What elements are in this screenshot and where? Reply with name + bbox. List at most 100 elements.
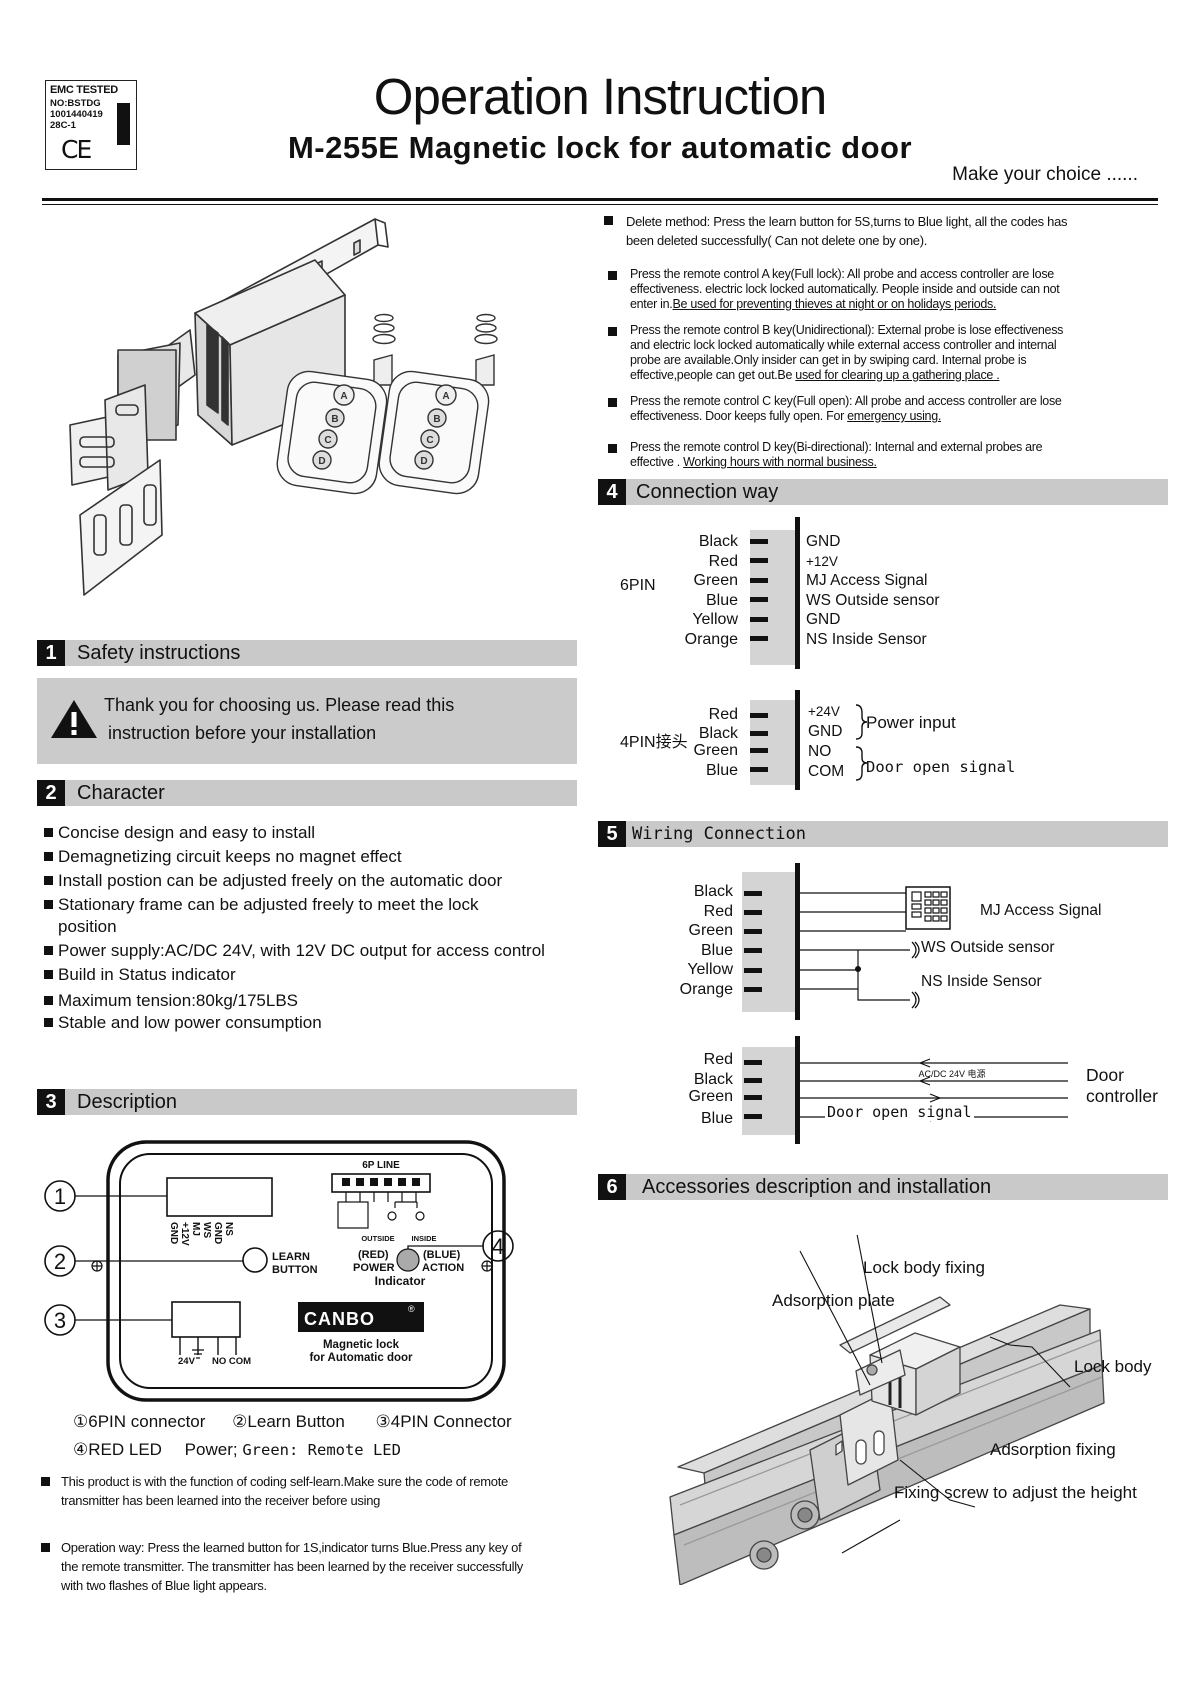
pin6-mj: MJ <box>190 1222 201 1236</box>
callout-3: 3 <box>54 1308 66 1333</box>
signal-label: GND <box>808 723 843 740</box>
signal-label: GND <box>806 533 841 550</box>
door-open-label: Door open signal <box>866 758 1016 776</box>
pin6-ns: NS <box>223 1222 234 1236</box>
signal-label: WS Outside sensor <box>806 591 940 609</box>
wire-color: Red <box>708 552 738 570</box>
section-header-wiring: 5 Wiring Connection <box>598 821 1168 847</box>
warning-icon <box>51 700 97 738</box>
emc-line: 28C-1 <box>50 120 76 131</box>
emc-bar <box>117 103 130 145</box>
indicator-label: Indicator <box>375 1274 426 1288</box>
legend-learn: Learn Button <box>247 1412 345 1431</box>
safety-text-2: instruction before your installation <box>108 723 377 743</box>
section-title: Connection way <box>636 481 779 503</box>
board-caption-2: for Automatic door <box>309 1352 413 1364</box>
control-board-diagram: 1 2 3 4 6P LINE OUTSIDE INSIDE LEARN BUT… <box>44 1140 514 1402</box>
wire-color: Red <box>708 706 738 723</box>
wire-color: Red <box>703 1051 733 1068</box>
label-adsorption-fixing: Adsorption fixing <box>990 1440 1116 1459</box>
four-pin-label: 4PIN接头 <box>620 734 688 751</box>
signal-label: NS Inside Sensor <box>806 630 927 648</box>
pin6-gnd: GND <box>168 1222 179 1244</box>
remote-key-b: B <box>331 414 338 425</box>
wire-color: Green <box>688 922 733 939</box>
legend-row-1: ①6PIN connector ②Learn Button ③4PIN Conn… <box>73 1412 512 1432</box>
wire-color: Green <box>693 572 738 589</box>
note-operation-way: Operation way: Press the learned button … <box>41 1538 541 1595</box>
bullet-square <box>604 216 613 225</box>
section-number: 4 <box>598 479 626 505</box>
section-header-connection: 4 Connection way <box>598 479 1168 505</box>
section-header-safety: 1 Safety instructions <box>37 640 577 666</box>
signal-label: +24V <box>808 704 840 719</box>
legend-num: ① <box>73 1412 89 1431</box>
remote-key-a: A <box>340 391 347 402</box>
list-item: Maximum tension:80kg/175LBS <box>44 990 604 1012</box>
list-item: Demagnetizing circuit keeps no magnet ef… <box>44 846 604 868</box>
emc-badge: EMC TESTED NO:BSTDG 1001440419 28C-1 CE <box>45 80 137 170</box>
product-illustration: A B C D A B C D <box>69 218 498 596</box>
legend-6pin: 6PIN connector <box>88 1412 206 1431</box>
wiring-ns-label: NS Inside Sensor <box>921 973 1042 990</box>
legend-num: ④ <box>73 1440 89 1459</box>
callout-1: 1 <box>54 1184 66 1209</box>
wire-color: Yellow <box>687 961 733 978</box>
label-fixing-screw: Fixing screw to adjust the height <box>894 1483 1137 1502</box>
legend-num: ② <box>232 1412 248 1431</box>
wire-color: Black <box>693 1070 733 1088</box>
remote-controls <box>276 313 498 495</box>
signal-label: MJ Access Signal <box>806 572 928 589</box>
signal-label: COM <box>808 763 845 780</box>
connector-6pin-bar <box>795 517 800 669</box>
note-key-b: Press the remote control B key(Unidirect… <box>608 323 1078 383</box>
note-underline: emergency using. <box>847 409 942 423</box>
brand-logo: CANBO <box>304 1309 375 1329</box>
note-key-c: Press the remote control C key(Full open… <box>608 394 1078 424</box>
note-text: Press the remote control D key(Bi-direct… <box>630 440 1043 469</box>
wire-color: Blue <box>705 761 738 779</box>
section-number: 3 <box>37 1089 65 1115</box>
pin6-12v: +12V <box>179 1222 190 1246</box>
header-divider <box>42 198 1158 201</box>
learn-label: LEARN <box>272 1251 310 1263</box>
safety-text-1: Thank you for choosing us. Please read t… <box>104 695 455 715</box>
button-label: BUTTON <box>272 1264 318 1276</box>
emc-lines: NO:BSTDG 1001440419 28C-1 <box>50 98 103 131</box>
label-adsorption-plate: Adsorption plate <box>772 1291 895 1310</box>
wiring-6pin-colors: Black Red Green Blue Yellow Orange <box>640 882 733 999</box>
callout-2: 2 <box>54 1249 66 1274</box>
note-underline: Be used for preventing thieves at night … <box>672 297 997 311</box>
note-text: Press the remote control A key(Full lock… <box>630 267 1060 311</box>
emc-line: NO:BSTDG <box>50 98 101 109</box>
note-text: This product is with the function of cod… <box>61 1474 508 1508</box>
list-item: Stationary frame can be adjusted freely … <box>44 894 528 938</box>
door-controller-label: Door controller <box>1086 1065 1158 1107</box>
four-pin-signals: +24V GND NO COM <box>808 702 844 782</box>
list-item: Concise design and easy to install <box>44 822 604 844</box>
section-title: Safety instructions <box>77 642 241 664</box>
power-label: POWER <box>353 1262 395 1274</box>
note-text: Operation way: Press the learned button … <box>61 1540 523 1593</box>
section-title: Wiring Connection <box>632 824 806 844</box>
wiring-diagram: AC/DC 24V 电源 <box>744 886 1068 1122</box>
board-caption-1: Magnetic lock <box>323 1339 400 1351</box>
legend-green: Green: Remote LED <box>242 1441 401 1459</box>
page-title: Operation Instruction <box>373 68 827 125</box>
bullet-square <box>608 444 617 453</box>
blue-label: (BLUE) <box>423 1249 461 1261</box>
legend-num: ③ <box>375 1412 391 1431</box>
note-underline: Working hours with normal business. <box>683 455 877 469</box>
legend-4pin: 4PIN Connector <box>390 1412 512 1431</box>
note-text: Press the remote control B key(Unidirect… <box>630 323 1064 382</box>
callout-4: 4 <box>492 1234 504 1259</box>
ce-mark: CE <box>61 135 92 164</box>
section-number: 2 <box>37 780 65 806</box>
section-header-description: 3 Description <box>37 1089 577 1115</box>
connector-4pin-bar <box>795 690 800 790</box>
four-pin-terminals <box>750 713 768 772</box>
acdc-label: AC/DC 24V 电源 <box>918 1068 985 1079</box>
legend-row-2: ④RED LED Power; Green: Remote LED <box>73 1440 401 1460</box>
wiring-ws-label: WS Outside sensor <box>921 939 1055 956</box>
wire-color: Blue <box>700 1109 733 1127</box>
